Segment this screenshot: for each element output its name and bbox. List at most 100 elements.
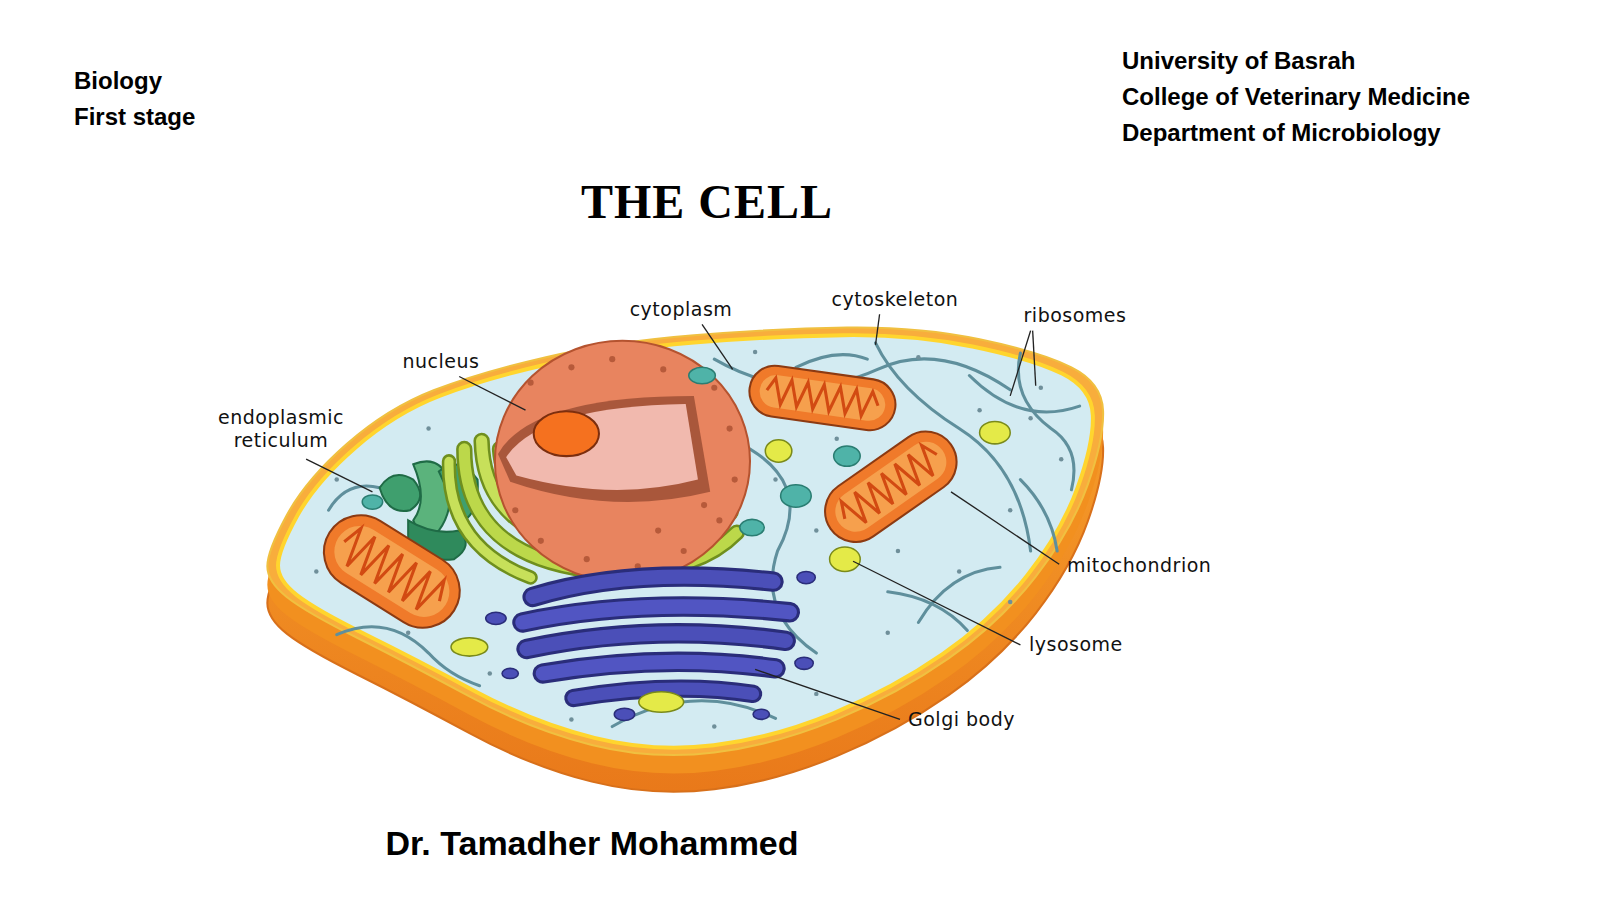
- ribosome-dots: [1008, 600, 1012, 604]
- leader-lines: [876, 314, 880, 345]
- cell-slab: [267, 327, 1103, 755]
- cytoskeleton-fibres: [1018, 353, 1074, 490]
- nucleus-sphere: [534, 411, 599, 456]
- mitochondrion-shape: [310, 501, 474, 641]
- mitochondrion-shape: [334, 524, 450, 617]
- nucleus-sphere: [609, 356, 615, 362]
- ribosome-dots: [426, 426, 430, 430]
- nucleus-sphere: [495, 341, 750, 582]
- golgi-vesicles: [486, 571, 816, 720]
- lysosome-shape: [765, 440, 792, 462]
- page-title: THE CELL: [581, 173, 833, 231]
- cell-slab: [278, 335, 1093, 748]
- ribosome-dots: [916, 355, 920, 359]
- nucleus-sphere: [512, 356, 738, 569]
- course-name: Biology: [74, 67, 162, 96]
- nucleus-sphere: [655, 528, 661, 534]
- course-stage: First stage: [74, 103, 195, 132]
- golgi-stack: [522, 607, 789, 623]
- ribosome-dots: [334, 477, 338, 481]
- ribosome-dots: [814, 692, 818, 696]
- part-label: endoplasmic reticulum: [206, 406, 356, 452]
- mitochondrion-shape: [813, 420, 968, 554]
- cell-slab: [267, 327, 1103, 791]
- mitochondrion-shape: [310, 501, 474, 641]
- nucleus-sphere: [538, 538, 544, 544]
- leader-lines: [1010, 331, 1030, 396]
- golgi-stack: [533, 577, 774, 597]
- vesicle-shape: [740, 519, 764, 535]
- nucleus-sphere: [727, 426, 733, 432]
- cytoskeleton-fibres: [1020, 480, 1057, 551]
- cytoskeleton-fibres: [337, 627, 480, 686]
- lysosome-shape: [451, 421, 1010, 712]
- rough-er: [380, 475, 421, 511]
- nucleus-sphere: [495, 341, 750, 582]
- golgi-stack: [533, 577, 774, 597]
- mitochondrion-shape: [746, 362, 899, 433]
- ribosome-dots: [488, 671, 492, 675]
- ribosome-dots: [1039, 386, 1043, 390]
- nucleus-sphere: [506, 404, 698, 490]
- leader-lines: [853, 561, 1020, 645]
- leader-lines: [702, 324, 733, 369]
- leader-lines: [951, 492, 1059, 564]
- part-label: nucleus: [403, 350, 480, 373]
- golgi-vesicles: [797, 571, 815, 583]
- leader-lines: [755, 669, 900, 719]
- golgi-stack: [527, 633, 786, 649]
- nucleus-sphere: [681, 548, 687, 554]
- cytoskeleton-fibres: [796, 355, 867, 368]
- golgi-vesicles: [614, 708, 634, 720]
- leader-lines: [306, 459, 372, 492]
- institution-line: Department of Microbiology: [1122, 119, 1441, 148]
- part-label: ribosomes: [1024, 304, 1127, 327]
- mitochondrion-shape: [746, 362, 899, 433]
- golgi-stack: [522, 577, 789, 698]
- ribosome-dots: [314, 569, 318, 573]
- ribosome-dots: [886, 630, 890, 634]
- lysosome-shape: [639, 692, 684, 712]
- ribosome-dots: [753, 350, 757, 354]
- mitochondrion-shape: [758, 373, 888, 423]
- vesicle-shape: [834, 446, 861, 466]
- nucleus-sphere: [716, 517, 722, 523]
- nucleus-sphere: [498, 396, 710, 502]
- institution-line: College of Veterinary Medicine: [1122, 83, 1470, 112]
- leader-lines: [306, 314, 1059, 719]
- leader-lines: [459, 377, 525, 411]
- nucleus-sphere: [660, 366, 666, 372]
- part-label: cytoplasm: [630, 298, 733, 321]
- part-label: mitochondrion: [1067, 554, 1211, 577]
- ribosome-dots: [834, 437, 838, 441]
- vesicle-shape: [689, 367, 716, 383]
- lysosome-shape: [980, 421, 1011, 443]
- vesicle-shape: [781, 485, 812, 507]
- ribosome-dots: [1059, 457, 1063, 461]
- golgi-stack: [543, 662, 776, 674]
- nucleus-sphere: [512, 507, 518, 513]
- ribosome-dots: [1008, 508, 1012, 512]
- nucleus-sphere: [711, 385, 717, 391]
- cytoskeleton-fibres: [969, 376, 1079, 412]
- golgi-stack: [527, 633, 786, 649]
- author-name: Dr. Tamadher Mohammed: [385, 823, 798, 864]
- ribosome-dots: [569, 717, 573, 721]
- mitochondrion-shape: [325, 516, 459, 626]
- golgi-vesicles: [502, 668, 518, 678]
- part-label: lysosome: [1029, 633, 1123, 656]
- cytoskeleton-fibres: [612, 701, 775, 727]
- golgi-vesicles: [795, 657, 813, 669]
- ribosome-dots: [712, 724, 716, 728]
- institution-line: University of Basrah: [1122, 47, 1355, 76]
- ribosome-dots: [814, 528, 818, 532]
- vesicle-shape: [362, 367, 860, 535]
- nucleus-sphere: [568, 364, 574, 370]
- golgi-stack: [522, 607, 789, 623]
- golgi-vesicles: [486, 612, 506, 624]
- golgi-stack: [543, 662, 776, 674]
- nucleus-sphere: [584, 556, 590, 562]
- part-label: cytoskeleton: [832, 288, 959, 311]
- lysosome-shape: [830, 547, 861, 571]
